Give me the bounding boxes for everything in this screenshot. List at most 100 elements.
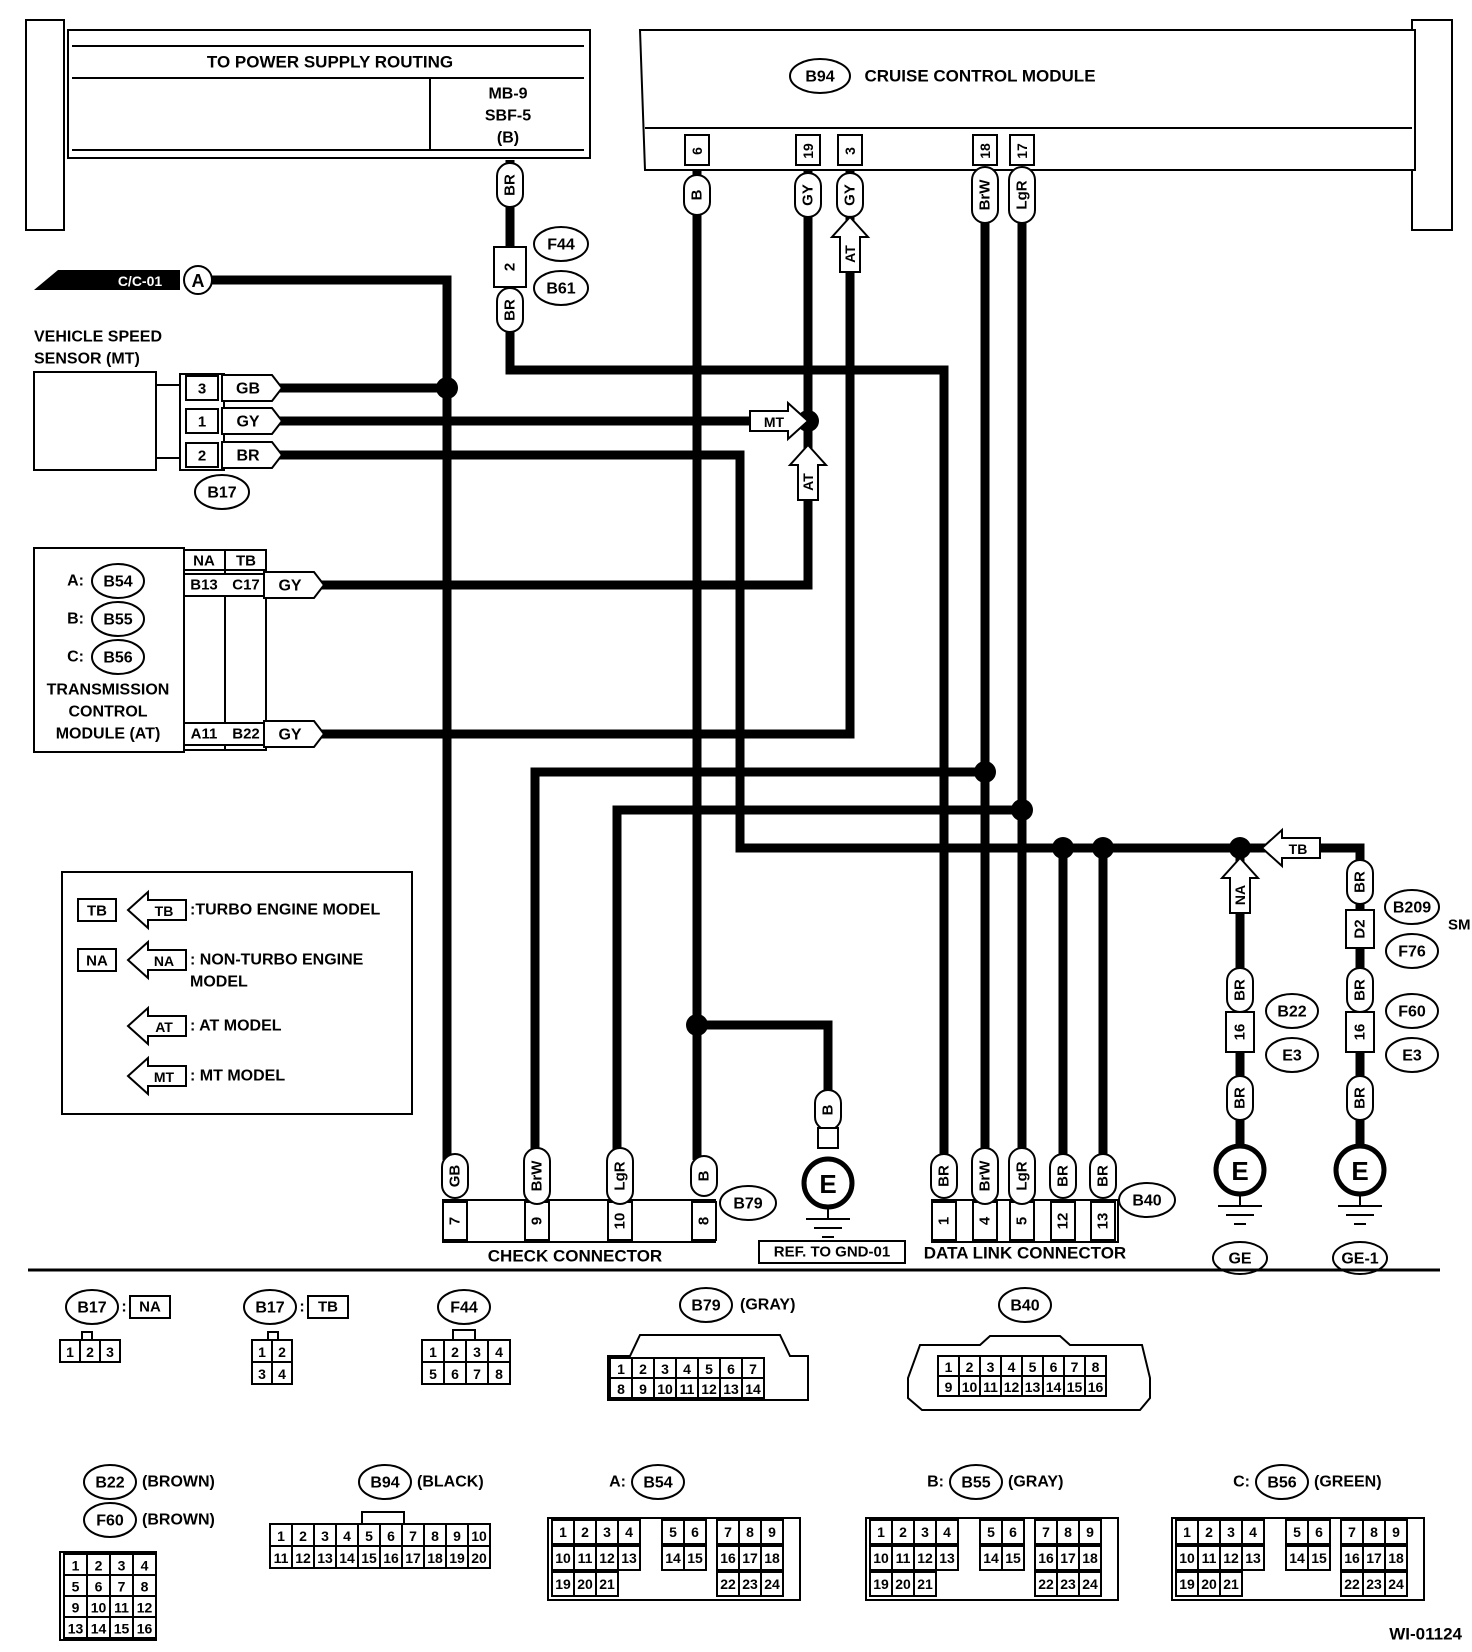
face-b55-cell-text: 14 — [983, 1550, 999, 1566]
face-b56-cell — [1241, 1545, 1265, 1571]
ge1-id-e3-text: E3 — [1402, 1048, 1422, 1065]
face-b56-cell — [1384, 1571, 1408, 1597]
face-b54-cell-text: 10 — [555, 1550, 571, 1566]
face-b56-cell-text: 9 — [1392, 1524, 1400, 1540]
face-b79-cell-text: 13 — [723, 1381, 739, 1397]
tcm-title: TRANSMISSION — [47, 682, 170, 699]
face-b94-cell-text: 7 — [409, 1528, 417, 1544]
module-pin-number: 18 — [977, 143, 993, 159]
face-b79-cell-text: 9 — [639, 1381, 647, 1397]
figure-id: WI-01124 — [1389, 1625, 1462, 1644]
module-pin-wire-text: B — [689, 189, 706, 200]
module-pin-wire — [971, 166, 999, 224]
module-pin-number: 19 — [800, 143, 816, 159]
ge1-connector-d2 — [1345, 909, 1375, 949]
dlc-pin-wire-text: BR — [936, 1165, 953, 1187]
side-tab-right — [1411, 19, 1453, 231]
face-b22-cell-text: 10 — [91, 1600, 107, 1616]
face-f44-cell — [487, 1361, 511, 1385]
sensor-pin-number: 2 — [198, 448, 206, 465]
face-b94-cell-text: 14 — [339, 1550, 355, 1566]
na-tag-text: NA — [1232, 885, 1248, 905]
tcm-id — [91, 601, 145, 637]
wire-brw-to-check9 — [530, 767, 985, 1160]
face-b22-cell-text: 1 — [72, 1558, 80, 1574]
face-b56-cell — [1219, 1571, 1243, 1597]
check-connector-label: CHECK CONNECTOR — [488, 1247, 662, 1266]
ge1-connector-16-text: 16 — [1352, 1024, 1369, 1041]
module-pin-box — [684, 134, 710, 166]
face-b94-cell — [467, 1545, 491, 1569]
module-pin-box — [972, 134, 998, 166]
face-b56-cell-text: 4 — [1249, 1524, 1257, 1540]
module-pin-wire-text: LgR — [1014, 180, 1031, 209]
face-b22-cell-text: 12 — [137, 1600, 153, 1616]
face-b22-cell — [132, 1616, 157, 1639]
legend-box-tag — [77, 948, 117, 972]
legend-box — [61, 871, 413, 1115]
face-b56-cell-text: 2 — [1205, 1524, 1213, 1540]
face-b79-color: (GRAY) — [740, 1297, 795, 1314]
face-b79-cell-text: 10 — [657, 1381, 673, 1397]
face-b56-cell — [1384, 1545, 1408, 1571]
check-pin-wire — [523, 1147, 551, 1205]
face-b94-cell-text: 20 — [471, 1550, 487, 1566]
dlc-pin-wire — [1089, 1153, 1117, 1199]
face-b54-cell — [617, 1519, 641, 1545]
fuse-label: MB-9 — [488, 86, 527, 103]
face-b56-cell-text: 15 — [1311, 1550, 1327, 1566]
side-tab-left-text: C/C-02 — [30, 84, 60, 166]
face-b22-id — [83, 1464, 137, 1500]
ge-wire-bottom-text: BR — [1232, 1087, 1249, 1109]
face-b56-cell-text: 10 — [1179, 1550, 1195, 1566]
face-b79-cell-text: 2 — [639, 1361, 647, 1377]
face-b17na-key — [81, 1331, 93, 1341]
junction-dot — [1092, 837, 1114, 859]
face-b17tb-cell-text: 2 — [278, 1344, 286, 1360]
face-b55-color: (GRAY) — [1008, 1474, 1063, 1491]
face-b55-cell-text: 19 — [873, 1576, 889, 1592]
face-b94-cell-text: 5 — [365, 1528, 373, 1544]
face-b79-cell-text: 7 — [749, 1361, 757, 1377]
face-b17tb-id — [243, 1289, 297, 1325]
module-id — [789, 58, 851, 94]
face-b94-id — [358, 1464, 412, 1500]
face-b54-cell — [683, 1519, 707, 1545]
face-b55-cell-text: 17 — [1060, 1550, 1076, 1566]
tcm-prefix: A: — [67, 573, 84, 590]
sensor-pin-wire-text: GB — [236, 381, 260, 398]
check-pin-wire-text: BrW — [529, 1160, 546, 1192]
dlc-pin-wire-text: BR — [1055, 1165, 1072, 1187]
tcm-pin-c17: C17 — [232, 577, 260, 594]
face-f60-color: (BROWN) — [142, 1512, 215, 1529]
face-b79-cell-text: 3 — [661, 1361, 669, 1377]
face-b79-cell-text: 6 — [727, 1361, 735, 1377]
junction-dot — [1011, 799, 1033, 821]
face-b55-cell — [935, 1519, 959, 1545]
face-b56-cell-text: 16 — [1344, 1550, 1360, 1566]
face-b22-cell-text: 14 — [91, 1621, 107, 1637]
check-connector-id — [719, 1185, 777, 1221]
speed-sensor-title: VEHICLE SPEED — [34, 329, 162, 346]
face-b40-cell-text: 12 — [1004, 1379, 1020, 1395]
face-b54-cell-text: 18 — [764, 1550, 780, 1566]
legend-box-tag — [77, 898, 117, 922]
tcm-wire-gy2 — [263, 720, 326, 748]
face-b22-cell-text: 8 — [141, 1579, 149, 1595]
face-b54-id-text: B54 — [643, 1475, 672, 1492]
face-b94-cell-text: 15 — [361, 1550, 377, 1566]
face-b22-cell-text: 11 — [114, 1600, 129, 1616]
face-f44-cell-text: 2 — [451, 1344, 459, 1360]
ground-ge-symbol — [1218, 1194, 1262, 1225]
face-b54-cell-text: 7 — [724, 1524, 732, 1540]
check-pin-box — [442, 1201, 468, 1241]
face-b55-cell — [1078, 1519, 1102, 1545]
dlc-pin-wire — [971, 1147, 999, 1205]
face-b79-cell-text: 12 — [701, 1381, 717, 1397]
speed-sensor-connector-id — [194, 474, 250, 510]
sensor-pin-number: 1 — [198, 414, 206, 431]
inline-connector — [493, 246, 527, 288]
fuse-label: (B) — [497, 130, 519, 147]
sensor-pin-box — [185, 375, 219, 401]
face-b17na-cell — [99, 1339, 121, 1363]
